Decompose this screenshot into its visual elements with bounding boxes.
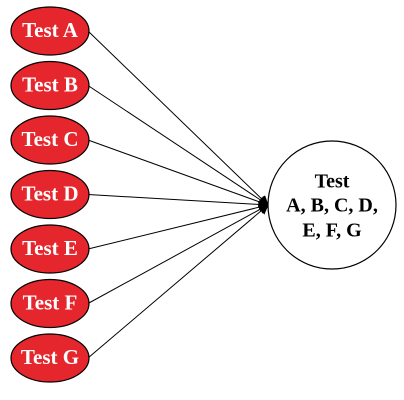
source-node-a-shape [10,6,90,56]
edge-e-to-target [87,202,269,250]
source-node-d: Test D [10,169,90,220]
source-node-c-label: Test C [22,127,79,151]
target-label-line-2: A, B, C, D, [286,195,378,217]
source-nodes-group: Test A Test B Test C Test D Test E Test F Test… [10,6,90,383]
source-node-b: Test B [10,60,90,111]
edge-b-to-target [87,85,269,206]
target-label-line-3: E, F, G [302,220,362,242]
source-node-g-label: Test G [21,345,79,369]
edge-f-to-target [87,204,269,304]
edges-group [87,30,269,359]
edge-a-to-target [87,30,269,206]
source-node-e-shape [10,224,90,274]
source-node-f: Test F [10,278,90,329]
edge-g-to-target [87,204,269,359]
source-node-b-shape [10,60,90,111]
source-node-e: Test E [10,224,90,274]
source-node-e-label: Test E [22,236,78,260]
source-node-a-label: Test A [22,18,79,42]
source-node-c: Test C [10,115,90,165]
source-node-g: Test G [10,333,90,383]
source-node-a: Test A [10,6,90,56]
source-node-d-label: Test D [22,181,79,205]
edge-d-to-target [87,194,269,210]
source-node-g-shape [10,333,90,383]
target-node-group: Test A, B, C, D, E, F, G [267,140,397,270]
source-node-c-shape [10,115,90,165]
source-node-b-label: Test B [22,72,78,96]
edge-c-to-target [87,139,269,207]
source-node-d-shape [10,169,90,220]
target-label-line-1: Test [315,171,350,193]
source-node-f-shape [10,278,90,329]
source-node-f-label: Test F [23,290,78,314]
target-node [267,140,397,270]
